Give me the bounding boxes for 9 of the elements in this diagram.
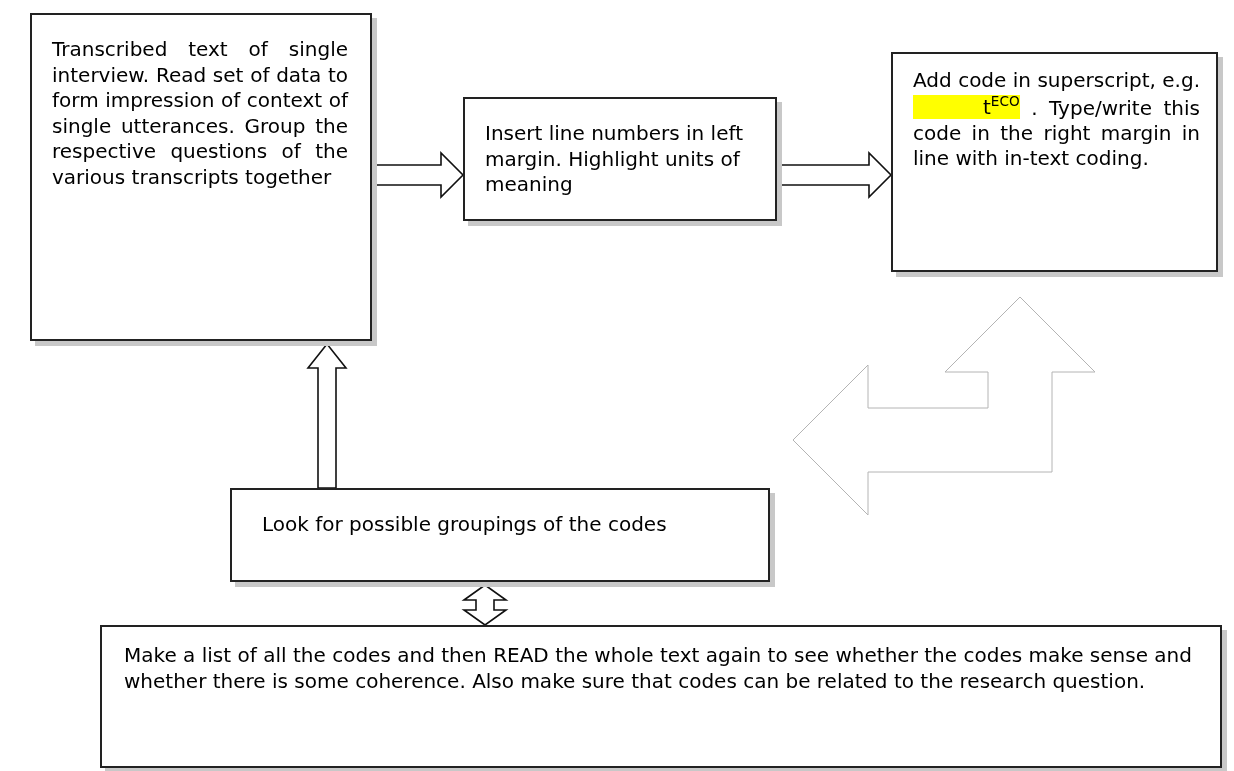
step-text: Transcribed text of single interview. Read set of data to form impression of context of single utterances. Group the respective questions of the various transcripts together [52,37,348,191]
step-text: Insert line numbers in left margin. Highlight units of meaning [485,121,744,198]
block-arrow [779,151,893,199]
block-arrow [374,151,465,199]
step-text: Make a list of all the codes and then READ the whole text again to see whether the codes make sense and whether there is some coherence. Also make sure that codes can be related to the research question. [124,643,1192,695]
step-text: Add code in superscript, e.g. t$^{ECO}$ . Type/write this code in the right margin in line with in-text coding. [913,68,1200,173]
step-text: Look for possible groupings of the codes [262,512,668,538]
block-arrow [461,584,509,626]
block-arrow [792,296,1096,516]
